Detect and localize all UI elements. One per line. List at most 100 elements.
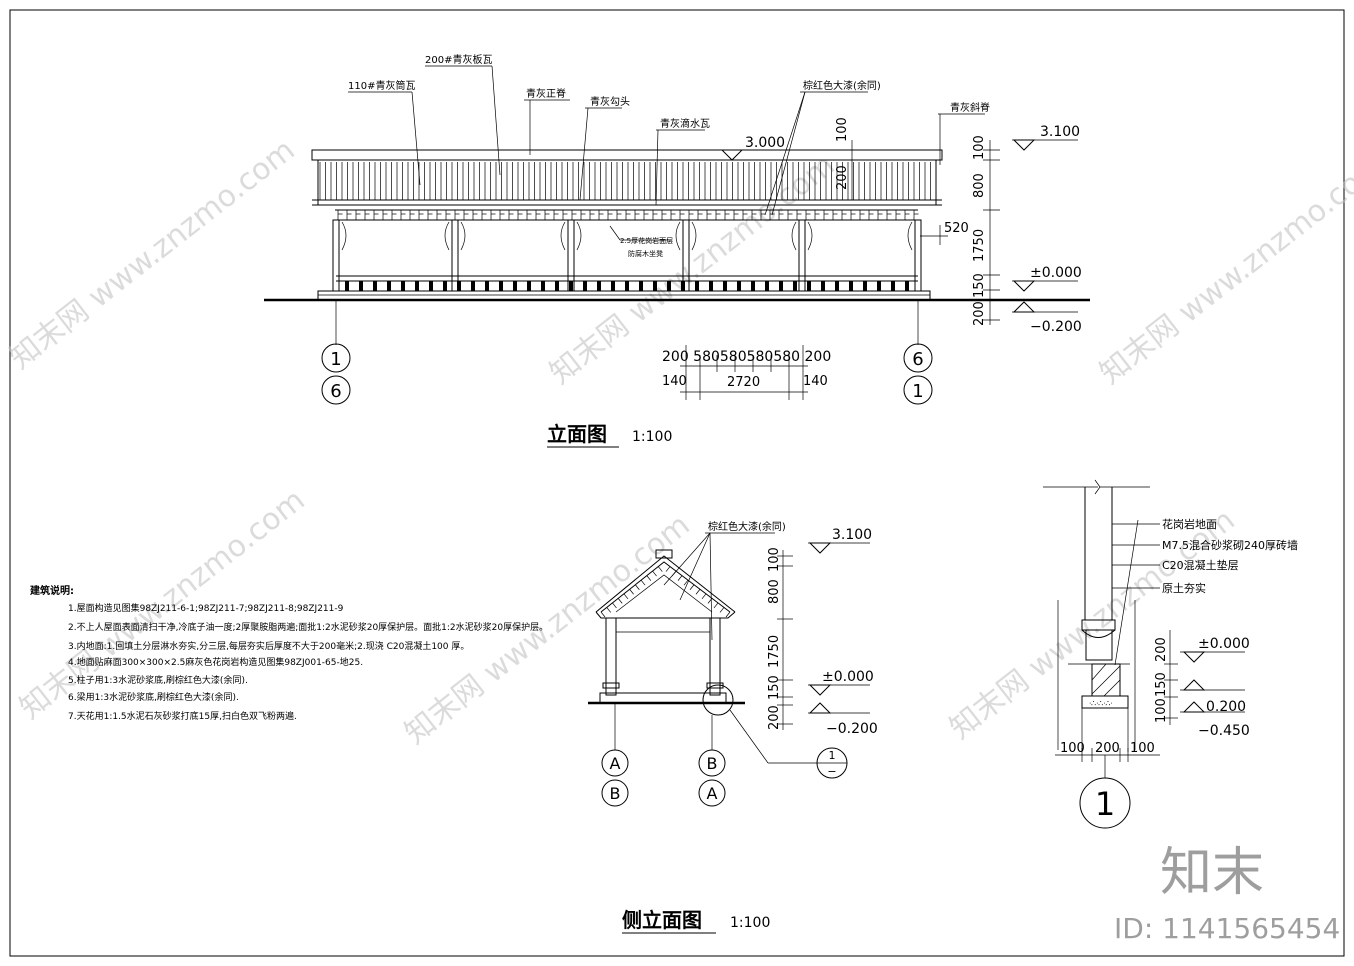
svg-text:800: 800 bbox=[972, 173, 987, 198]
svg-text:±0.000: ±0.000 bbox=[1198, 636, 1250, 652]
right-dim-chain: 100 800 1750 150 200 520 bbox=[920, 135, 1000, 326]
elevation-leaders: 110#青灰筒瓦 200#青灰板瓦 青灰正脊 青灰勾头 青灰滴水瓦 棕红色大漆(… bbox=[348, 53, 990, 258]
svg-text:知末: 知末 bbox=[1160, 843, 1264, 903]
ridge-dims: 100 200 bbox=[835, 117, 860, 200]
svg-text:1: 1 bbox=[1095, 785, 1115, 823]
svg-text:青灰勾头: 青灰勾头 bbox=[590, 95, 630, 108]
svg-text:C20混凝土垫层: C20混凝土垫层 bbox=[1162, 558, 1239, 572]
svg-text:±0.000: ±0.000 bbox=[822, 669, 874, 685]
svg-text:1:100: 1:100 bbox=[730, 915, 770, 931]
side-axis-right: B A bbox=[698, 749, 726, 807]
svg-text:±0.000: ±0.000 bbox=[1030, 265, 1082, 281]
sheet-border bbox=[9, 9, 1345, 957]
svg-text:2.不上人屋面表面清扫干净,冷底子油一度;2厚聚胺脂两遍;面: 2.不上人屋面表面清扫干净,冷底子油一度;2厚聚胺脂两遍;面批1:2水泥砂浆20… bbox=[68, 621, 548, 633]
svg-text:防腐木坐凳: 防腐木坐凳 bbox=[628, 249, 663, 258]
svg-text:150: 150 bbox=[1154, 672, 1169, 697]
svg-text:1750: 1750 bbox=[972, 229, 987, 262]
svg-text:200: 200 bbox=[1154, 637, 1169, 662]
svg-text:B: B bbox=[707, 754, 718, 773]
svg-text:青灰正脊: 青灰正脊 bbox=[526, 87, 566, 100]
svg-text:3.100: 3.100 bbox=[832, 527, 872, 543]
side-dim-chain: 100 800 1750 150 200 bbox=[767, 547, 793, 730]
svg-text:1:100: 1:100 bbox=[632, 429, 672, 445]
detail-dims: 200 150 100 bbox=[1154, 630, 1178, 725]
svg-text:1: 1 bbox=[912, 381, 923, 402]
bay-dims: 200 580580580580 200 140 2720 140 bbox=[662, 345, 831, 400]
eave-lattice bbox=[337, 210, 919, 251]
svg-text:ᐧ∴ᐧ∴ᐧ∴ᐧ: ᐧ∴ᐧ∴ᐧ∴ᐧ bbox=[1089, 699, 1112, 708]
detail-width-dims: 100 200 100 bbox=[1055, 741, 1160, 778]
svg-text:100: 100 bbox=[835, 117, 850, 142]
right-levels: 3.100 ±0.000 −0.200 bbox=[1012, 124, 1082, 335]
svg-text:200 580580580580 200: 200 580580580580 200 bbox=[662, 349, 831, 365]
svg-text:棕红色大漆(余同): 棕红色大漆(余同) bbox=[708, 520, 786, 533]
detail-levels: ±0.000 0.200 −0.450 bbox=[1180, 636, 1250, 739]
svg-text:−: − bbox=[827, 765, 836, 778]
svg-text:建筑说明:: 建筑说明: bbox=[29, 584, 74, 597]
svg-text:A: A bbox=[707, 784, 718, 803]
svg-text:侧立面图: 侧立面图 bbox=[622, 908, 702, 932]
svg-text:150: 150 bbox=[972, 273, 987, 298]
svg-text:3.100: 3.100 bbox=[1040, 124, 1080, 140]
layer-leaders: 花岗岩地面 M7.5混合砂浆砌240厚砖墙 C20混凝土垫层 原土夯实 bbox=[1112, 517, 1298, 666]
svg-text:青灰斜脊: 青灰斜脊 bbox=[950, 101, 990, 114]
side-axis-left: A B bbox=[601, 749, 629, 807]
svg-text:M7.5混合砂浆砌240厚砖墙: M7.5混合砂浆砌240厚砖墙 bbox=[1162, 538, 1298, 552]
plinth bbox=[317, 290, 931, 301]
svg-text:2720: 2720 bbox=[727, 375, 760, 390]
svg-text:1750: 1750 bbox=[767, 635, 782, 668]
svg-text:110#青灰筒瓦: 110#青灰筒瓦 bbox=[348, 79, 415, 92]
elevation-title: 立面图 1:100 bbox=[547, 422, 672, 448]
columns bbox=[332, 219, 922, 292]
svg-text:6: 6 bbox=[330, 381, 341, 402]
svg-text:立面图: 立面图 bbox=[547, 422, 607, 446]
svg-text:B: B bbox=[610, 784, 621, 803]
svg-text:200#青灰板瓦: 200#青灰板瓦 bbox=[425, 53, 492, 66]
svg-text:5.柱子用1:3水泥砂浆底,刷棕红色大漆(余同).: 5.柱子用1:3水泥砂浆底,刷棕红色大漆(余同). bbox=[68, 674, 248, 686]
svg-text:6: 6 bbox=[912, 349, 923, 370]
svg-text:知末网 www.znzmo.com: 知末网 www.znzmo.com bbox=[3, 133, 301, 377]
svg-text:花岗岩地面: 花岗岩地面 bbox=[1162, 517, 1217, 531]
main-ridge bbox=[311, 149, 943, 161]
svg-text:140: 140 bbox=[662, 374, 687, 389]
svg-text:800: 800 bbox=[767, 579, 782, 604]
level-3000: 3.000 bbox=[718, 135, 785, 161]
svg-text:青灰滴水瓦: 青灰滴水瓦 bbox=[660, 117, 710, 130]
axis-bubble-left: 1 6 bbox=[321, 343, 351, 405]
svg-text:520: 520 bbox=[944, 221, 969, 236]
svg-text:0.200: 0.200 bbox=[1206, 699, 1246, 715]
svg-text:−0.200: −0.200 bbox=[826, 721, 878, 737]
roof-tiles bbox=[319, 162, 937, 200]
construction-notes: 建筑说明: 1.屋面构造见图集98ZJ211-6-1;98ZJ211-7;98Z… bbox=[29, 584, 548, 722]
side-levels: 3.100 ±0.000 −0.200 bbox=[808, 527, 878, 737]
svg-text:200: 200 bbox=[835, 165, 850, 190]
svg-text:100: 100 bbox=[1130, 741, 1155, 756]
axis-bubble-right: 6 1 bbox=[903, 343, 933, 405]
svg-text:1: 1 bbox=[330, 349, 341, 370]
svg-text:100: 100 bbox=[1060, 741, 1085, 756]
svg-text:ID: 1141565454: ID: 1141565454 bbox=[1114, 912, 1340, 945]
svg-text:原土夯实: 原土夯实 bbox=[1162, 581, 1206, 595]
brand-block: 知末 ID: 1141565454 bbox=[1114, 843, 1340, 945]
svg-text:−0.450: −0.450 bbox=[1198, 723, 1250, 739]
svg-text:100: 100 bbox=[767, 547, 782, 572]
svg-text:1: 1 bbox=[829, 749, 836, 762]
svg-text:100: 100 bbox=[972, 135, 987, 160]
svg-text:7.天花用1:1.5水泥石灰砂浆打底15厚,扫白色双飞粉两遍: 7.天花用1:1.5水泥石灰砂浆打底15厚,扫白色双飞粉两遍. bbox=[68, 710, 297, 722]
svg-text:140: 140 bbox=[803, 374, 828, 389]
svg-text:A: A bbox=[610, 754, 621, 773]
svg-text:4.地面贴麻面300×300×2.5麻灰色花岗岩构造见图集9: 4.地面贴麻面300×300×2.5麻灰色花岗岩构造见图集98ZJ001-65-… bbox=[68, 656, 363, 668]
svg-text:200: 200 bbox=[972, 301, 987, 326]
svg-text:知末网 www.znzmo.com: 知末网 www.znzmo.com bbox=[1093, 148, 1354, 392]
footing-detail: ᐧ∴ᐧ∴ᐧ∴ᐧ 花岗岩地面 M7.5混合砂浆砌240厚砖墙 C20混凝土垫层 原… bbox=[1043, 479, 1298, 829]
svg-text:6.梁用1:3水泥砂浆底,刷棕红色大漆(余同).: 6.梁用1:3水泥砂浆底,刷棕红色大漆(余同). bbox=[68, 691, 239, 703]
svg-text:150: 150 bbox=[767, 675, 782, 700]
svg-text:2.5厚花岗岩面层: 2.5厚花岗岩面层 bbox=[620, 236, 673, 245]
svg-text:1.屋面构造见图集98ZJ211-6-1;98ZJ211-7: 1.屋面构造见图集98ZJ211-6-1;98ZJ211-7;98ZJ211-8… bbox=[68, 602, 344, 614]
svg-text:200: 200 bbox=[1095, 741, 1120, 756]
svg-text:200: 200 bbox=[767, 705, 782, 730]
svg-text:100: 100 bbox=[1154, 698, 1169, 723]
side-elevation: 棕红色大漆(余同) 100 800 1750 150 200 3.100 ±0.… bbox=[588, 520, 878, 934]
bench-posts bbox=[345, 281, 909, 291]
